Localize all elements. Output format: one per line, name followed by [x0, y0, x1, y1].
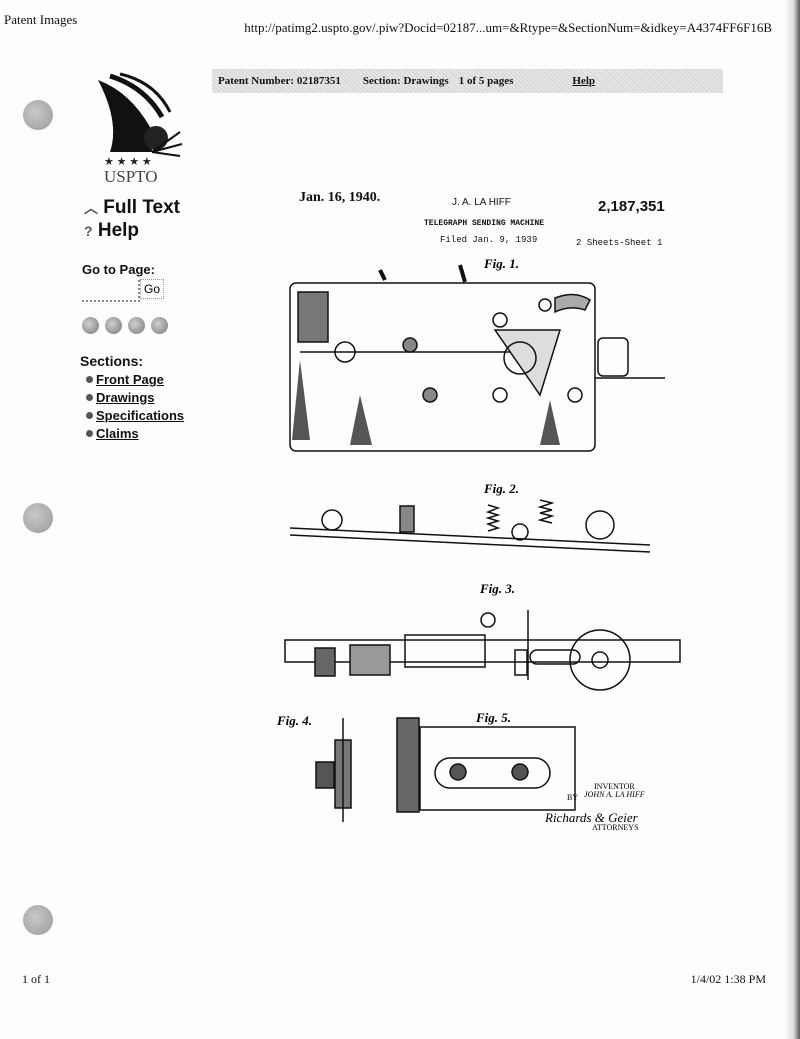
patent-navbar: Patent Number: 02187351 Section: Drawing…	[212, 69, 723, 93]
question-icon: ?	[84, 223, 93, 239]
patent-number-printed: 2,187,351	[598, 198, 665, 215]
goto-page-input[interactable]	[82, 280, 140, 302]
full-text-link[interactable]: ︿ Full Text	[84, 197, 180, 218]
last-page-icon[interactable]	[151, 317, 168, 334]
scan-edge	[784, 0, 800, 1039]
sheet-count: 2 Sheets-Sheet 1	[576, 238, 663, 248]
page-count: 1 of 5 pages	[458, 75, 514, 87]
go-button[interactable]: Go	[140, 279, 164, 299]
footer-timestamp: 1/4/02 1:38 PM	[690, 972, 766, 986]
fig-5-label: Fig. 5.	[475, 710, 511, 725]
attorney-signature: Richards & Geier	[544, 810, 639, 825]
section-specifications[interactable]: Specifications	[86, 408, 184, 423]
patent-number: Patent Number: 02187351	[218, 75, 341, 87]
next-page-icon[interactable]	[128, 317, 145, 334]
first-page-icon[interactable]	[82, 317, 99, 334]
fig-3-label: Fig. 3.	[479, 581, 515, 596]
bullet-icon	[86, 376, 93, 383]
by-label: BY	[567, 793, 578, 802]
attorneys-label: ATTORNEYS	[592, 823, 639, 832]
help-link[interactable]: Help	[572, 75, 595, 87]
section-front-page[interactable]: Front Page	[86, 372, 164, 387]
help-sidebar-link[interactable]: ? Help	[84, 220, 140, 241]
caret-up-icon: ︿	[84, 200, 98, 216]
uspto-logo[interactable]: ★ ★ ★ ★ USPTO	[90, 72, 185, 187]
fig-2-label: Fig. 2.	[483, 481, 519, 496]
footer-page: 1 of 1	[22, 972, 50, 986]
section-label: Section: Drawings	[362, 75, 449, 87]
patent-title: TELEGRAPH SENDING MACHINE	[424, 219, 545, 228]
bullet-icon	[86, 412, 93, 419]
inventor-header: J. A. LA HIFF	[452, 197, 511, 208]
patent-date: Jan. 16, 1940.	[299, 190, 381, 205]
goto-label: Go to Page:	[82, 262, 155, 277]
logo-text: USPTO	[104, 167, 158, 186]
bullet-icon	[86, 430, 93, 437]
print-title: Patent Images	[4, 12, 78, 27]
filed-date: Filed Jan. 9, 1939	[440, 235, 538, 245]
fig-1-label: Fig. 1.	[483, 256, 519, 271]
print-url: http://patimg2.uspto.gov/.piw?Docid=0218…	[244, 20, 772, 35]
fig-4-label: Fig. 4.	[276, 713, 312, 728]
prev-page-icon[interactable]	[105, 317, 122, 334]
binder-hole	[23, 905, 53, 935]
section-claims[interactable]: Claims	[86, 426, 139, 441]
svg-text:★ ★ ★ ★: ★ ★ ★ ★	[104, 156, 152, 168]
sections-label: Sections:	[80, 353, 144, 369]
section-drawings[interactable]: Drawings	[86, 390, 155, 405]
binder-hole	[23, 503, 53, 533]
inventor-name: JOHN A. LA HIFF	[584, 790, 645, 799]
inventor-label: INVENTOR	[594, 782, 635, 791]
bullet-icon	[86, 394, 93, 401]
binder-hole	[23, 100, 53, 130]
